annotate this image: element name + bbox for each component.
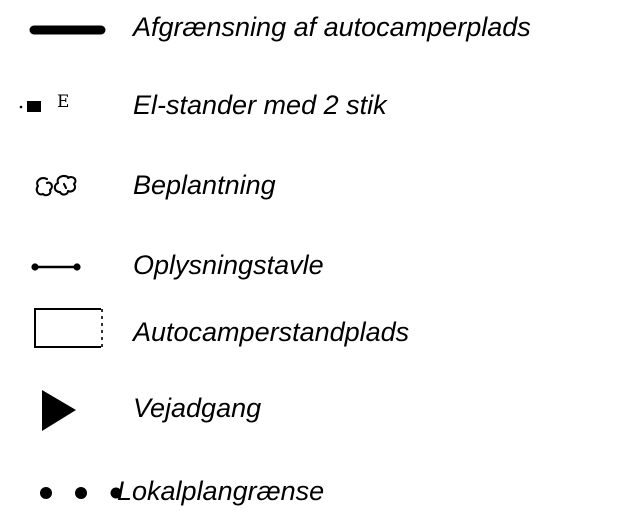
legend-label: El-stander med 2 stik [133,90,387,120]
legend-label: Lokalplangrænse [117,476,325,506]
legend-label: Vejadgang [133,393,262,423]
dotted-line-icon [0,466,122,516]
legend-label: Afgrænsning af autocamperplads [133,12,531,42]
power-post-icon: E [0,80,130,130]
legend-item-info-board: Oplysningstavle [0,240,637,290]
legend-item-camper-pitch: Autocamperstandplads [0,307,637,357]
triangle-arrow-icon [0,383,130,433]
thick-line-icon [0,2,130,52]
power-post-letter: E [57,92,69,112]
legend-item-plan-boundary: Lokalplangrænse [0,466,637,516]
pitch-rectangle-icon [0,307,130,357]
shrub-icon [0,160,130,210]
legend-label: Oplysningstavle [133,250,324,280]
legend-label: Autocamperstandplads [133,317,410,347]
legend-item-planting: Beplantning [0,160,637,210]
legend-label: Beplantning [133,170,276,200]
legend-item-road-access: Vejadgang [0,383,637,433]
legend-item-power-post: E El-stander med 2 stik [0,80,637,130]
info-board-icon [0,240,130,290]
legend-item-camper-site-boundary: Afgrænsning af autocamperplads [0,2,637,52]
